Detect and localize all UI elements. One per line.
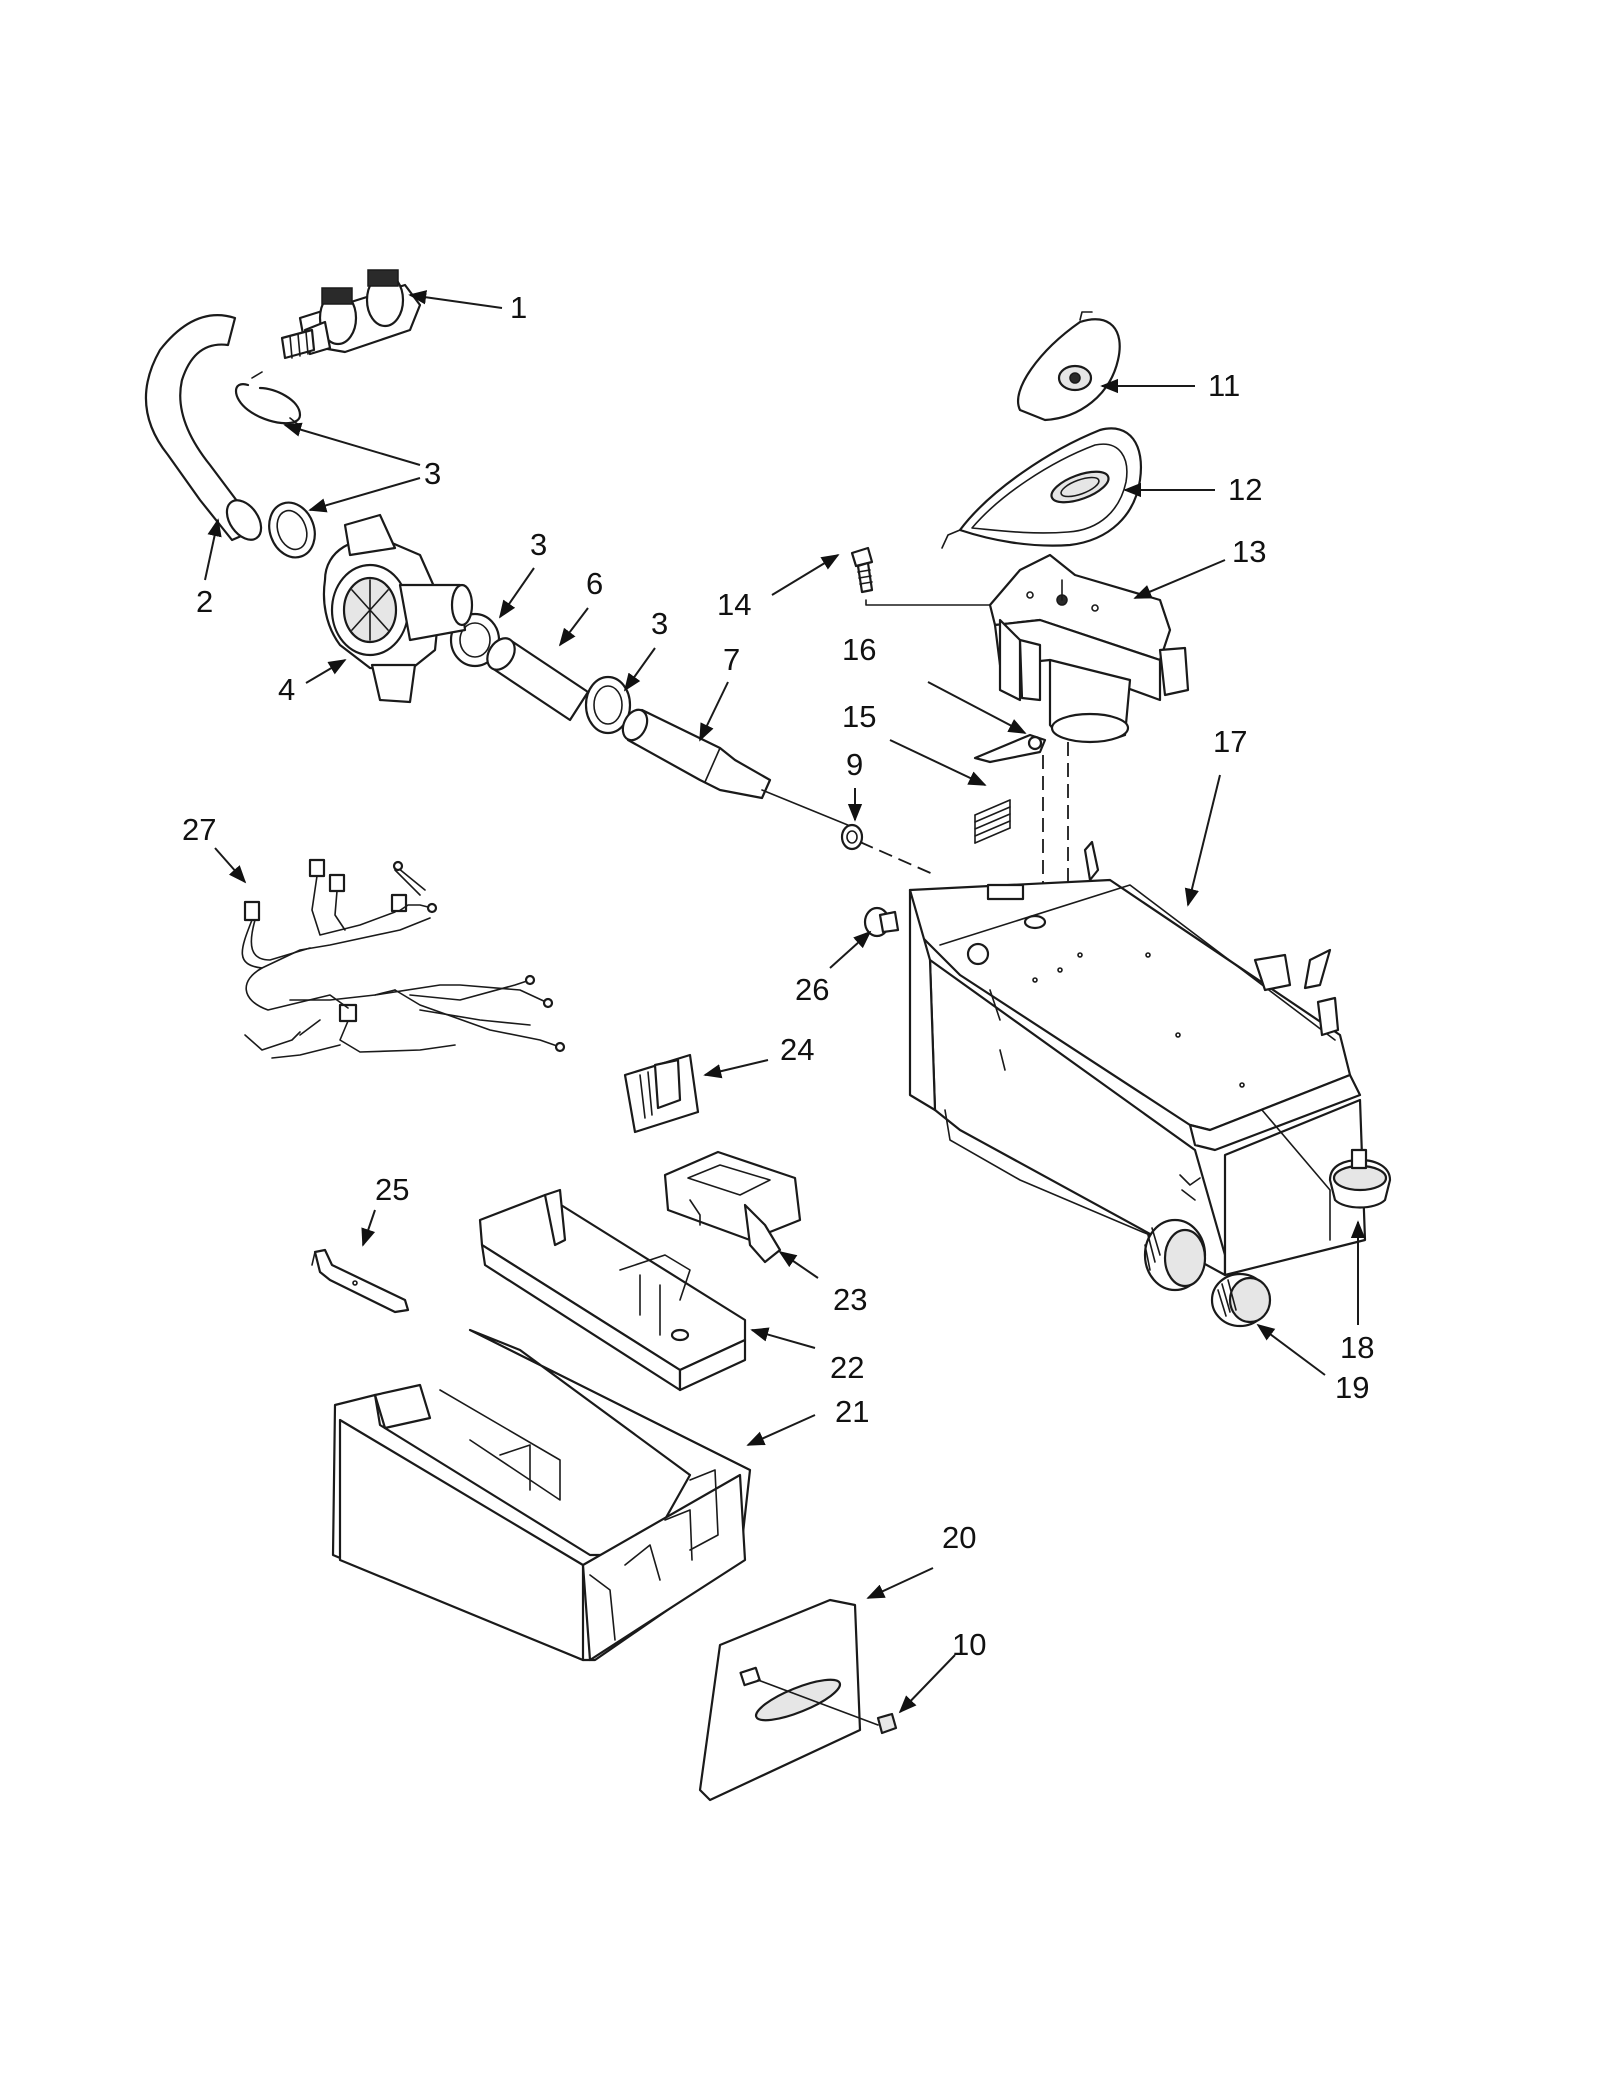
- dispenser-drawer: [331, 1328, 752, 1662]
- callout-13: 13: [1232, 534, 1266, 569]
- callout-10: 10: [952, 1627, 986, 1662]
- callout-19: 19: [1335, 1370, 1369, 1405]
- water-inlet-valve: [280, 269, 422, 360]
- knob: [1328, 1148, 1392, 1209]
- bracket: [663, 1150, 802, 1264]
- callout-25: 25: [375, 1172, 409, 1207]
- inlet-hose: [144, 314, 263, 542]
- callout-21: 21: [835, 1394, 869, 1429]
- callout-6: 6: [586, 566, 603, 601]
- callout-15: 15: [842, 699, 876, 734]
- callout-3c: 3: [651, 606, 668, 641]
- pump-assembly: [322, 513, 474, 704]
- callout-7: 7: [723, 642, 740, 677]
- clip: [623, 1053, 700, 1134]
- callout-3b: 3: [530, 527, 547, 562]
- callout-11: 11: [1208, 368, 1240, 403]
- o-ring: [840, 823, 864, 851]
- hose-clamp-middle: [268, 501, 316, 559]
- wire-harness: [241, 858, 566, 1059]
- lever: [973, 733, 1047, 764]
- hose-clamp-top: [234, 371, 302, 427]
- latch: [311, 1248, 410, 1314]
- badge: [876, 1712, 898, 1735]
- callout-3a: 3: [424, 456, 441, 491]
- screw: [850, 546, 991, 606]
- callout-16: 16: [842, 632, 876, 667]
- dispenser-housing: [908, 840, 1367, 1277]
- callout-9: 9: [846, 747, 863, 782]
- tray-insert: [478, 1188, 747, 1392]
- housing-outlet: [1143, 1218, 1207, 1292]
- callout-labels: 1 2 3 3 3 4 6 7 9 10 11 12 13 14 15 16 1…: [182, 290, 1374, 1662]
- callout-20: 20: [942, 1520, 976, 1555]
- gasket: [941, 427, 1143, 549]
- spring: [974, 799, 1011, 844]
- hose-clamp-tube: [584, 675, 632, 735]
- callout-14: 14: [717, 587, 751, 622]
- callout-17: 17: [1213, 724, 1247, 759]
- callout-24: 24: [780, 1032, 814, 1067]
- callout-23: 23: [833, 1282, 867, 1317]
- cap: [1017, 311, 1121, 422]
- callout-4: 4: [278, 672, 295, 707]
- drawer-front: [698, 1598, 879, 1802]
- assembly-line: [859, 841, 936, 876]
- callout-12: 12: [1228, 472, 1262, 507]
- callout-22: 22: [830, 1350, 864, 1385]
- callout-1: 1: [510, 290, 527, 325]
- short-tube: [486, 637, 590, 722]
- callout-27: 27: [182, 812, 216, 847]
- callout-26: 26: [795, 972, 829, 1007]
- plug: [863, 906, 900, 938]
- leader-lines: [204, 290, 1366, 1714]
- motor-assembly: [988, 553, 1190, 744]
- threaded-connector: [1210, 1272, 1272, 1328]
- callout-2: 2: [196, 584, 213, 619]
- nozzle-tube: [621, 708, 861, 831]
- callout-18: 18: [1340, 1330, 1374, 1365]
